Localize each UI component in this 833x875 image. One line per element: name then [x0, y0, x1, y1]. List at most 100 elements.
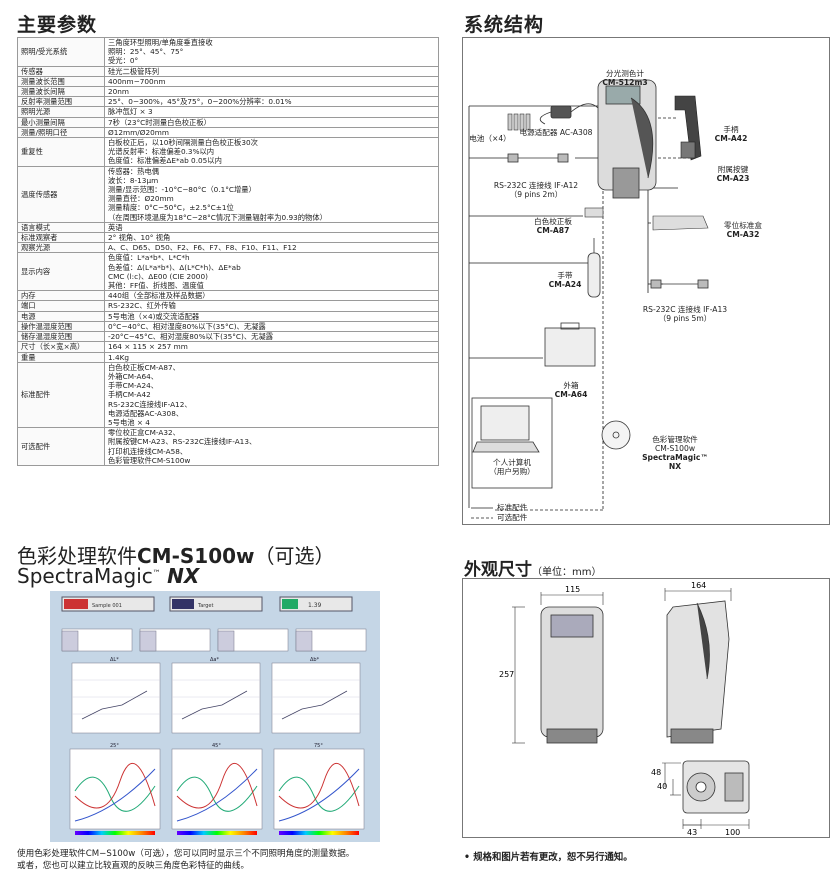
- spec-row: 照明/受光系统三角度环型照明/单角度垂直接收 照明：25°、45°、75° 受光…: [17, 37, 439, 67]
- spec-key: 电源: [17, 310, 105, 322]
- cable12-label: RS-232C 连接线 IF-A12（9 pins 2m）: [493, 181, 579, 199]
- line-graph-series: [281, 690, 348, 720]
- cable13-icon: [650, 279, 709, 289]
- cable13-label: RS-232C 连接线 IF-A13（9 pins 5m）: [642, 305, 728, 323]
- spectral-graph-label: 75°: [314, 743, 323, 749]
- software-screenshot-drawing: Sample 001 Target 1.39 ΔL*Δa*Δb* 25°45°7…: [61, 596, 367, 835]
- cd-icon: [601, 420, 631, 450]
- spec-value: 0°C−40°C、相对湿度80%以下(35°C)、无凝露: [104, 320, 439, 333]
- spec-key: 标准观察者: [17, 232, 105, 244]
- spec-key: 观察光源: [17, 242, 105, 254]
- spec-value: 5号电池（×4)或交流适配器: [104, 310, 439, 322]
- spec-value: 25°、0−300%，45°及75°，0−200%分辨率：0.01%: [104, 96, 439, 108]
- line-graph-label: ΔL*: [110, 657, 119, 663]
- battery-icon: [507, 113, 531, 131]
- spec-row: 储存温湿度范围-20°C−45°C、相对湿度80%以下(35°C)、无凝露: [17, 331, 439, 343]
- spec-key: 最小测量间隔: [17, 116, 105, 128]
- spectral-curve-blue: [278, 768, 360, 822]
- spec-value: Ø12mm/Ø20mm: [104, 126, 439, 139]
- case-icon: [544, 322, 596, 367]
- screen-data-tables: [61, 628, 367, 652]
- adapter-label: 电源适配器 AC-A308: [519, 128, 593, 137]
- spectral-curve-green: [74, 776, 156, 812]
- strap-icon: [587, 238, 601, 298]
- spectral-curve-red: [74, 762, 156, 809]
- dimension-drawing: 115 164 257 48 40 43 100: [499, 581, 750, 837]
- front-view: [540, 606, 604, 744]
- spectro-device: [597, 79, 657, 199]
- legend-opt-label: 可选配件: [497, 513, 528, 522]
- spec-key: 测量波长间隔: [17, 86, 105, 98]
- spec-row: 照明光源脉冲氙灯 × 3: [17, 106, 439, 118]
- spectral-curve-red: [278, 762, 360, 809]
- pc-icon: [471, 397, 553, 489]
- spec-value: 1.4Kg: [104, 351, 439, 363]
- spec-value: 白色校正板CM-A87、 外箱CM-A64、 手带CM-A24、 手柄CM-A4…: [104, 361, 439, 429]
- spec-key: 照明光源: [17, 106, 105, 118]
- spec-key: 照明/受光系统: [17, 37, 105, 67]
- zero-box-icon: [652, 215, 709, 231]
- spec-key: 重复性: [17, 137, 105, 167]
- screen-line-graphs: ΔL*Δa*Δb*: [71, 657, 361, 734]
- spec-row: 可选配件零位校正盒CM-A32、 附属按键CM-A23、RS-232C连接线IF…: [17, 427, 439, 466]
- dim-43: 43: [687, 828, 697, 837]
- system-title: 系统结构: [464, 14, 545, 36]
- white-plate-icon: [584, 207, 604, 218]
- screen-top-value: 1.39: [308, 602, 322, 609]
- spec-value: 脉冲氙灯 × 3: [104, 106, 439, 118]
- spec-value: 164 × 115 × 257 mm: [104, 341, 439, 353]
- line-graph-panel: [171, 662, 261, 734]
- line-graph-panel: [271, 662, 361, 734]
- line-graph-panel: [71, 662, 161, 734]
- spec-key: 操作温湿度范围: [17, 320, 105, 333]
- dim-40: 40: [657, 782, 667, 791]
- spec-key: 储存温湿度范围: [17, 331, 105, 343]
- software-caption: 使用色彩处理软件CM−S100w（可选），您可以同时显示三个不同照明角度的测量数…: [17, 849, 355, 871]
- spec-key: 内存: [17, 290, 105, 302]
- spectral-graph-panel: [273, 748, 365, 830]
- spec-key: 测量波长范围: [17, 75, 105, 88]
- adapter-icon: [539, 103, 599, 125]
- spectral-graph-panel: [171, 748, 263, 830]
- spec-key: 尺寸（长×宽×高）: [17, 341, 105, 353]
- spec-row: 传感器硅光二极管阵列: [17, 65, 439, 77]
- spec-title: 主要参数: [17, 14, 98, 36]
- dim-height: 257: [499, 670, 514, 679]
- cable12-icon: [507, 153, 569, 163]
- spec-row: 重复性白板校正后，以10秒间隔测量白色校正板30次 光谱反射率：标准偏差0.3%…: [17, 137, 439, 167]
- spec-key: 反射率测量范围: [17, 96, 105, 108]
- button-icon: [680, 141, 696, 159]
- spec-row: 语言模式英语: [17, 221, 439, 234]
- battery-label: 电池（×4）: [469, 134, 511, 143]
- spectral-curve-blue: [74, 768, 156, 822]
- spec-key: 传感器: [17, 65, 105, 77]
- spec-value: 20nm: [104, 86, 439, 98]
- screen-spectral-graphs: 25°45°75°: [69, 743, 365, 835]
- spec-value: 2° 视角、10° 视角: [104, 232, 439, 244]
- disclaimer-note: • 规格和图片若有更改，恕不另行通知。: [464, 852, 633, 863]
- spec-value: 7秒（23°C时测量白色校正板）: [104, 116, 439, 128]
- dim-depth: 164: [691, 581, 706, 590]
- spec-value: 400nm−700nm: [104, 75, 439, 88]
- spec-key: 测量/照明口径: [17, 126, 105, 139]
- spec-key: 标准配件: [17, 361, 105, 429]
- line-graph-series: [181, 690, 248, 720]
- spec-row: 标准配件白色校正板CM-A87、 外箱CM-A64、 手带CM-A24、 手柄C…: [17, 361, 439, 429]
- line-graph-label: Δa*: [210, 657, 219, 663]
- spec-value: 硅光二极管阵列: [104, 65, 439, 77]
- spec-value: 三角度环型照明/单角度垂直接收 照明：25°、45°、75° 受光：0°: [104, 37, 439, 67]
- spec-key: 端口: [17, 300, 105, 312]
- spec-value: 色度值：L*a*b*、L*C*h 色差值：Δ(L*a*b*)、Δ(L*C*h)、…: [104, 252, 439, 292]
- spec-value: A、C、D65、D50、F2、F6、F7、F8、F10、F11、F12: [104, 242, 439, 254]
